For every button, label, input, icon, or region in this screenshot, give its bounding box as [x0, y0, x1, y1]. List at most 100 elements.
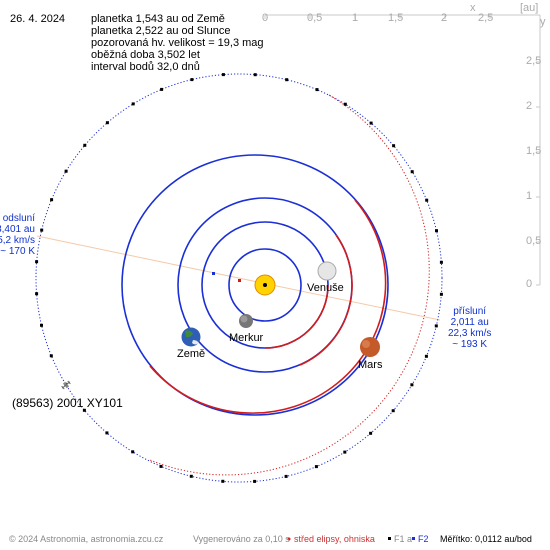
asteroid-interval-point — [35, 260, 39, 264]
asteroid-interval-point — [410, 383, 414, 387]
earth-planet — [181, 327, 201, 347]
asteroid-orbit-arc — [149, 94, 430, 476]
asteroid-interval-point — [49, 354, 53, 358]
asteroid-interval-point — [435, 229, 438, 233]
venus-label: Venuše — [307, 282, 344, 294]
x-tick-label: 1,5 — [388, 12, 404, 24]
footer-generated: Vygenerováno za 0,10 s — [193, 534, 290, 544]
info-block: planetka 1,543 au od Země planetka 2,522… — [91, 13, 264, 73]
venus-orbit-arc — [264, 284, 329, 349]
y-axis-name: y — [540, 16, 546, 28]
x-axis-ticks — [264, 15, 491, 19]
aphelion-line: 3,401 au — [0, 224, 35, 235]
date-label: 26. 4. 2024 — [10, 13, 66, 25]
apsis-line — [36, 235, 441, 321]
asteroid-interval-point — [253, 73, 257, 77]
perihelion-line: 22,3 km/s — [448, 328, 492, 339]
asteroid-interval-point — [410, 170, 414, 174]
sun — [254, 274, 276, 296]
asteroid-interval-point — [131, 450, 135, 454]
asteroid-interval-point — [221, 479, 225, 483]
aphelion-line: 15,2 km/s — [0, 235, 35, 246]
legend-center-dot — [287, 537, 291, 541]
asteroid-interval-point — [369, 121, 373, 125]
asteroid-interval-point — [343, 450, 347, 454]
perihelion-line: 2,011 au — [450, 317, 489, 328]
earth-label: Země — [177, 348, 206, 360]
perihelion-info: přísluní 2,011 au 22,3 km/s ~ 193 K — [448, 306, 491, 350]
mars-planet — [360, 337, 380, 357]
asteroid-interval-point — [369, 431, 373, 435]
asteroid-interval-point — [50, 198, 54, 202]
x-tick-label: 1 — [352, 12, 359, 24]
asteroid-orbit — [35, 73, 443, 483]
y-tick-label: 0,5 — [526, 235, 542, 247]
asteroid-interval-point — [189, 474, 193, 478]
info-line: planetka 1,543 au od Země — [91, 13, 225, 25]
perihelion-line: přísluní — [453, 306, 487, 317]
legend-f2-square — [412, 537, 415, 540]
asteroid-interval-point — [40, 323, 43, 327]
asteroid-interval-point — [425, 198, 429, 202]
asteroid-interval-point — [105, 431, 109, 435]
asteroid-interval-point — [314, 465, 318, 469]
asteroid-interval-point — [392, 144, 396, 148]
asteroid-interval-point — [343, 102, 347, 106]
y-tick-label: 1 — [526, 190, 533, 202]
mercury-orbit — [228, 248, 302, 322]
focus-f2-marker — [212, 272, 215, 275]
footer-scale: Měřítko: 0,0112 au/bod — [440, 534, 532, 544]
asteroid-interval-point — [64, 169, 68, 173]
asteroid-interval-point — [434, 324, 438, 328]
info-line: pozorovaná hv. velikost = 19,3 mag — [91, 37, 264, 49]
info-line: interval bodů 32,0 dnů — [91, 61, 200, 73]
mercury-planet — [239, 314, 253, 328]
mars-orbit — [121, 154, 389, 416]
asteroid-interval-point — [40, 228, 44, 232]
asteroid-interval-point — [83, 143, 87, 147]
asteroid-interval-point — [285, 78, 289, 82]
asteroid-orbit-points — [35, 73, 443, 483]
venus-planet — [317, 261, 337, 281]
legend-f1-square — [388, 537, 391, 540]
mars-label: Mars — [358, 359, 383, 371]
y-tick-label: 2,5 — [526, 55, 542, 67]
asteroid-interval-point — [35, 292, 39, 296]
asteroid-interval-point — [160, 87, 164, 91]
x-tick-label: 0,5 — [307, 12, 323, 24]
asteroid-interval-point — [284, 474, 288, 478]
asteroid-interval-point — [253, 479, 257, 483]
asteroid-interval-point — [159, 464, 163, 468]
asteroid-interval-point — [391, 409, 395, 413]
info-line: oběžná doba 3,502 let — [91, 49, 200, 61]
asteroid-interval-point — [439, 292, 443, 296]
asteroid-interval-point — [221, 73, 225, 77]
asteroid-interval-point — [439, 260, 443, 264]
asteroid-interval-point — [82, 408, 86, 412]
y-tick-label: 2 — [526, 100, 533, 112]
asteroid-interval-point — [424, 354, 428, 358]
mercury-label: Merkur — [229, 332, 264, 344]
x-tick-label: 2 — [441, 12, 448, 24]
y-axis-ticks — [536, 61, 540, 286]
aphelion-info: odsluní 3,401 au 15,2 km/s ~ 170 K — [0, 213, 35, 257]
asteroid-interval-point — [190, 78, 194, 82]
info-line: planetka 2,522 au od Slunce — [91, 25, 231, 37]
asteroid-interval-point — [131, 102, 135, 106]
footer-legend-f2: F2 — [418, 534, 429, 544]
footer-legend-f1: F1 a — [394, 534, 413, 544]
aphelion-line: ~ 170 K — [0, 246, 35, 257]
asteroid-icon — [61, 380, 71, 390]
asteroid-interval-point — [105, 121, 109, 125]
asteroid-interval-point — [315, 88, 319, 92]
y-tick-label: 1,5 — [526, 145, 542, 157]
perihelion-line: ~ 193 K — [452, 339, 488, 350]
aphelion-line: odsluní — [2, 213, 35, 224]
x-tick-label: 2,5 — [478, 12, 494, 24]
axis-frame — [265, 14, 541, 285]
x-tick-label: 0 — [262, 12, 269, 24]
asteroid-label: (89563) 2001 XY101 — [12, 396, 123, 410]
axis-unit: [au] — [520, 2, 539, 14]
